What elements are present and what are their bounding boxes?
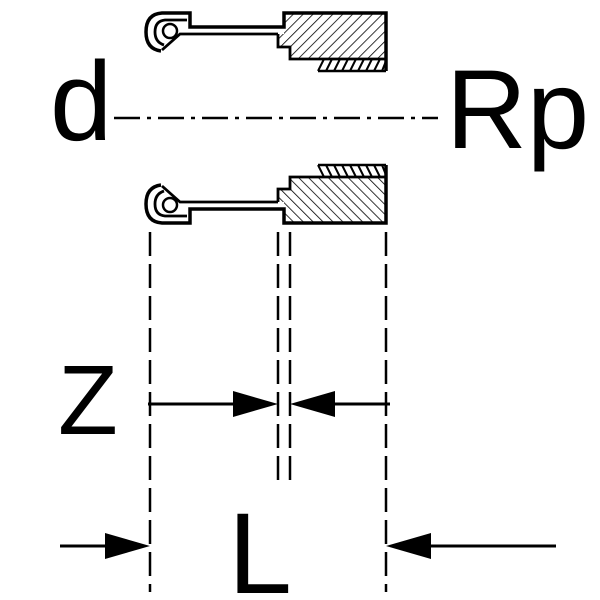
fitting-cross-section-mirror (144, 163, 388, 225)
bead-inner-wall (153, 18, 187, 47)
dimension-l-arrow-left-pointing (386, 533, 431, 559)
dimension-l-arrow-right-pointing (105, 533, 150, 559)
socket-inner-wall (161, 32, 278, 52)
seal-ring (161, 22, 179, 40)
body-hatch-region (278, 13, 386, 59)
outer-profile (144, 11, 388, 71)
label-thread-rp: Rp (446, 47, 589, 172)
label-dimension-z: Z (58, 345, 118, 455)
fitting-cross-section-half (144, 11, 388, 73)
dimension-z-arrow-left-pointing (290, 391, 335, 417)
dimension-z-arrow-right-pointing (233, 391, 278, 417)
label-press-end-diameter-d: d (50, 39, 112, 164)
label-dimension-l: L (228, 490, 292, 600)
stop-shoulder-steps (276, 34, 386, 61)
thread-flanks (317, 58, 387, 72)
